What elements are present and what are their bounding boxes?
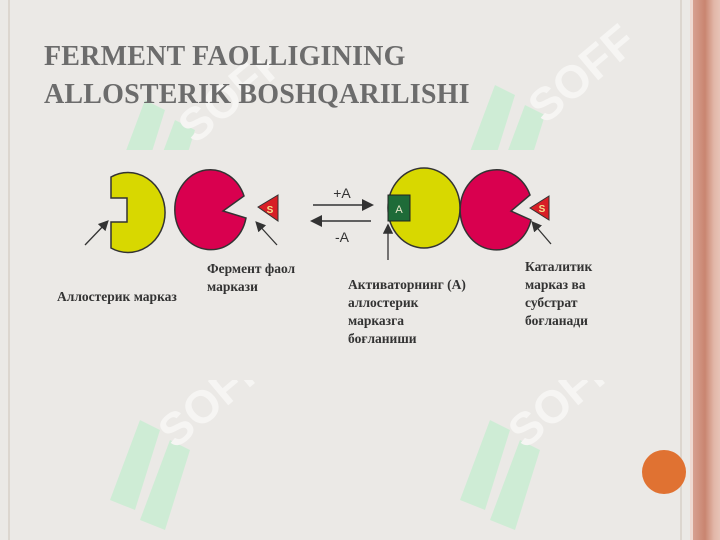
substrate-left-label: S bbox=[267, 205, 274, 216]
title-line-1: FERMENT FAOLLIGINING bbox=[44, 41, 406, 72]
allosteric-subunit-left bbox=[110, 171, 166, 254]
forward-arrow-label: +A bbox=[333, 185, 351, 201]
pointer-catalytic bbox=[531, 221, 552, 245]
accent-circle bbox=[642, 450, 686, 494]
label-line: маркази bbox=[207, 279, 258, 294]
catalytic-subunit-left bbox=[174, 168, 247, 251]
substrate-left bbox=[257, 194, 279, 222]
label-line: боғланади bbox=[525, 313, 588, 328]
label-line: марказга bbox=[348, 313, 404, 328]
label-allosteric-center: Аллостерик марказ bbox=[57, 288, 177, 306]
label-line: боғланиши bbox=[348, 331, 417, 346]
substrate-right-label: S bbox=[539, 204, 546, 215]
label-line: Каталитик bbox=[525, 259, 593, 274]
page-title: FERMENT FAOLLIGINING ALLOSTERIK BOSHQARI… bbox=[44, 38, 664, 114]
label-line: субстрат bbox=[525, 295, 578, 310]
allosteric-diagram: S +A -A A S Аллостерик марказ Ферме bbox=[45, 150, 655, 380]
label-catalytic-center: Каталитик марказ ва субстрат боғланади bbox=[525, 258, 592, 330]
label-line: Фермент фаол bbox=[207, 261, 296, 276]
backward-arrow-label: -A bbox=[335, 229, 350, 245]
substrate-right bbox=[529, 195, 550, 221]
right-rule bbox=[680, 0, 682, 540]
title-line-2: ALLOSTERIK BOSHQARILISHI bbox=[44, 79, 470, 110]
slide: SOFF SOFF SOFF SOFF FERMENT FAOLLIGINING… bbox=[0, 0, 690, 540]
pointer-active-center bbox=[255, 221, 278, 246]
label-active-center: Фермент фаол маркази bbox=[207, 260, 295, 296]
label-line: аллостерик bbox=[348, 295, 419, 310]
diagram-svg: S +A -A A S bbox=[84, 167, 552, 260]
activator-block bbox=[387, 194, 411, 222]
pointer-allosteric bbox=[84, 220, 109, 246]
activator-label: A bbox=[395, 204, 403, 216]
left-rule bbox=[8, 0, 10, 540]
decorative-border bbox=[690, 0, 720, 540]
label-line: Активаторнинг (А) bbox=[348, 277, 466, 292]
label-activator-binding: Активаторнинг (А) аллостерик марказга бо… bbox=[348, 276, 466, 348]
label-line: марказ ва bbox=[525, 277, 586, 292]
catalytic-subunit-right bbox=[459, 169, 532, 251]
label-line: Аллостерик марказ bbox=[57, 289, 177, 304]
